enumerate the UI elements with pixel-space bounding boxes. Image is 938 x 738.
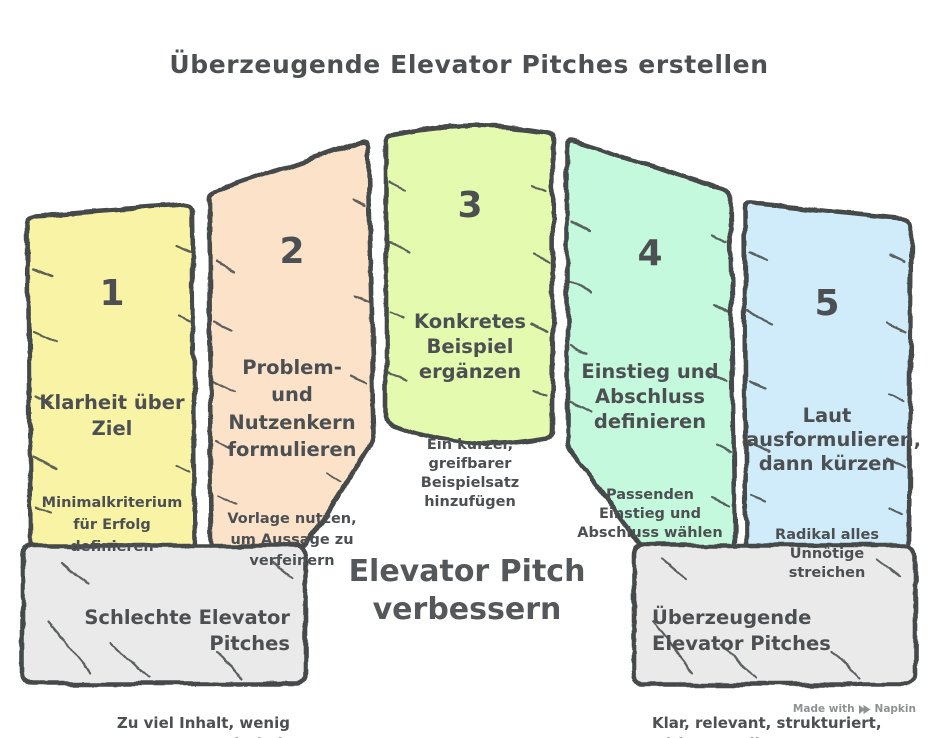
step-1-subtitle: Minimalkriterium für Erfolg definieren [41, 495, 183, 555]
step-1-panel-text: 1 Klarheit über Ziel Minimalkriterium fü… [28, 238, 196, 597]
step-5-panel-text: 5 Laut ausformulieren, dann kürzen Radik… [746, 248, 922, 621]
center-label: Elevator Pitch verbessern [348, 554, 586, 627]
step-5-subtitle: Radikal alles Unnötige streichen [775, 527, 879, 582]
watermark-prefix: Made with [792, 703, 855, 715]
step-3-title: Konkretes Beispiel ergänzen [413, 310, 526, 383]
step-2-title: Problem- und Nutzenkern formulieren [227, 356, 357, 461]
step-2-panel-text: 2 Problem- und Nutzenkern formulieren Vo… [212, 196, 372, 610]
step-4-title: Einstieg und Abschluss definieren [581, 360, 719, 433]
step-2-number: 2 [279, 231, 305, 272]
bad-pitches-title: Schlechte Elevator Pitches [84, 606, 290, 656]
step-3-subtitle: Ein kurzer, greifbarer Beispielsatz hinz… [420, 437, 520, 510]
step-1-title: Klarheit über Ziel [39, 391, 185, 440]
step-1-number: 1 [99, 273, 125, 314]
watermark: Made with Napkin [793, 703, 916, 715]
step-5-number: 5 [814, 283, 840, 324]
step-panel-3-shape [383, 123, 556, 447]
bad-pitches-box-shape [20, 543, 308, 687]
good-pitches-box-shape [631, 542, 918, 687]
step-3-panel-text: 3 Konkretes Beispiel ergänzen Ein kurzer… [388, 150, 552, 550]
sketch-texture [31, 124, 907, 681]
step-3-number: 3 [457, 185, 483, 226]
step-4-subtitle: Passenden Einstieg und Abschluss wählen [577, 487, 723, 541]
good-pitches-subtitle: Klar, relevant, strukturiert, wirkungsvo… [652, 713, 882, 738]
watermark-brand: Napkin [874, 703, 916, 715]
bad-pitches-subtitle: Zu viel Inhalt, wenig Klarheit [116, 713, 290, 738]
napkin-logo-icon [858, 704, 871, 714]
step-4-panel-text: 4 Einstieg und Abschluss definieren Pass… [570, 198, 730, 581]
step-5-title: Laut ausformulieren, dann kürzen [746, 404, 922, 475]
good-pitches-box-text: Überzeugende Elevator Pitches Klar, rele… [652, 567, 906, 738]
page-title: Überzeugende Elevator Pitches erstellen [169, 50, 769, 79]
step-2-subtitle: Vorlage nutzen, um Aussage zu verfeinern [227, 511, 357, 570]
step-4-number: 4 [637, 233, 663, 274]
good-pitches-title: Überzeugende Elevator Pitches [652, 606, 831, 656]
bad-pitches-box-text: Schlechte Elevator Pitches Zu viel Inhal… [38, 567, 290, 738]
